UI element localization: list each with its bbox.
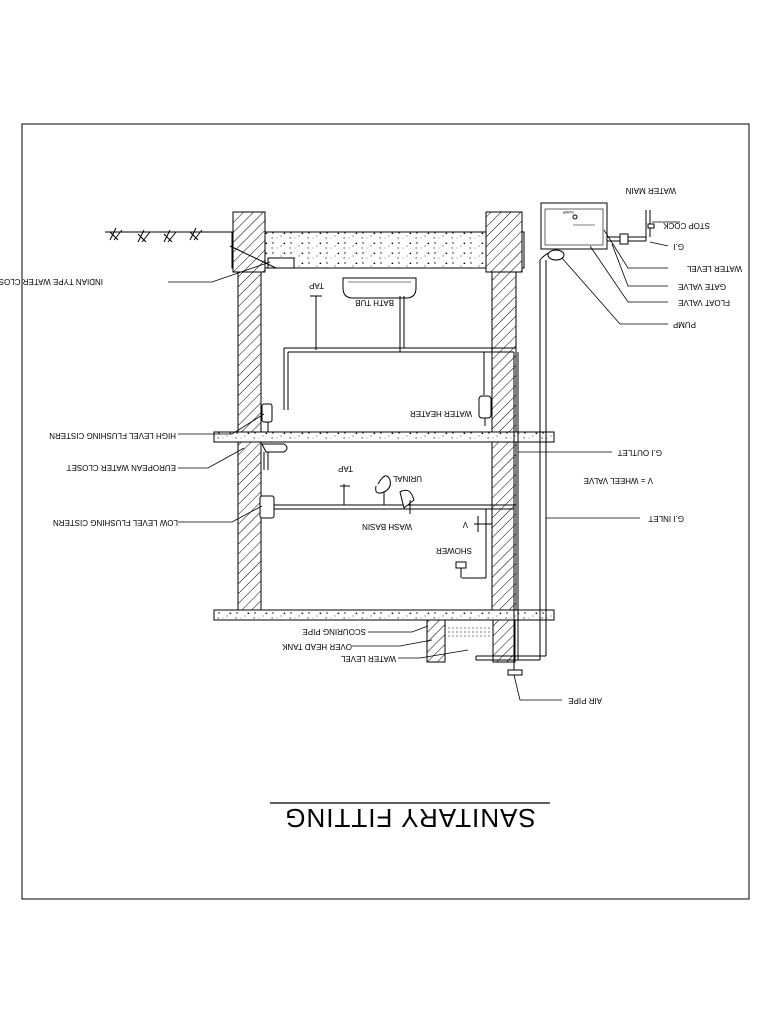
water-heater-symbol bbox=[478, 395, 492, 426]
label-high-cistern: HIGH LEVEL FLUSHING CISTERN bbox=[49, 431, 176, 440]
drawing-title: SANITARY FITTING bbox=[270, 802, 550, 833]
high-level-cistern-symbol bbox=[261, 403, 273, 432]
basement-wall-right bbox=[492, 619, 516, 663]
label-stop-cock: STOP COCK bbox=[663, 221, 710, 230]
tap-top-symbol bbox=[310, 295, 322, 350]
label-european-wc: EUROPEAN WATER CLOSET bbox=[67, 463, 176, 472]
parapet-right bbox=[485, 211, 523, 273]
label-water-heater: WATER HEATER bbox=[410, 409, 472, 418]
first-floor-slab bbox=[213, 431, 555, 443]
label-wash-basin: WASH BASIN bbox=[362, 522, 412, 531]
air-pipe bbox=[507, 660, 523, 676]
low-level-cistern-symbol bbox=[259, 495, 275, 519]
label-pump: PUMP bbox=[673, 320, 696, 329]
label-over-head-tank: OVER HEAD TANK bbox=[281, 642, 352, 651]
label-v: V bbox=[462, 520, 468, 529]
label-wheel-valve: V = WHEEL VALVE bbox=[584, 476, 653, 485]
label-air-pipe: AIR PIPE bbox=[568, 696, 602, 705]
sump-box bbox=[540, 202, 608, 261]
label-indian-wc: INDIAN TYPE WATER CLOSET bbox=[0, 277, 103, 286]
european-wc-symbol bbox=[261, 443, 288, 470]
title-text: SANITARY FITTING bbox=[284, 803, 535, 833]
parapet-left bbox=[232, 211, 266, 273]
label-urinal: URINAL bbox=[392, 474, 422, 483]
ground-line bbox=[105, 227, 236, 243]
label-low-cistern: LOW LEVEL FLUSHING CISTERN bbox=[53, 518, 178, 527]
label-tap-mid: TAP bbox=[338, 464, 353, 473]
label-water-main: WATER MAIN bbox=[626, 186, 676, 195]
label-water-level-bottom: WATER LEVEL bbox=[340, 654, 396, 663]
wash-basin-symbol bbox=[399, 489, 415, 514]
urinal-symbol bbox=[375, 475, 391, 505]
label-gi-inlet: G.I INLET bbox=[648, 514, 684, 523]
labels: INDIAN TYPE WATER CLOSET TAP BATH TUB WA… bbox=[0, 186, 742, 705]
tap-mid-symbol bbox=[340, 484, 350, 505]
drawing-frame bbox=[21, 123, 750, 900]
leader-lines bbox=[168, 221, 680, 701]
label-scouring-pipe: SCOURING PIPE bbox=[302, 627, 366, 636]
sump-text: SUMP bbox=[562, 210, 574, 215]
label-gi: G.I bbox=[673, 242, 684, 251]
bath-tub-symbol bbox=[342, 277, 417, 299]
label-gi-outlet: G.I OUTLET bbox=[617, 448, 662, 457]
label-water-level-top: WATER LEVEL bbox=[686, 264, 742, 273]
ground-floor-slab bbox=[213, 609, 555, 621]
wheel-valve-symbol bbox=[474, 516, 492, 532]
label-gate-valve: GATE VALVE bbox=[678, 282, 726, 291]
label-float-valve: FLOAT VALVE bbox=[678, 298, 730, 307]
shower-symbol bbox=[455, 561, 467, 578]
underground-tank-water-lines bbox=[448, 627, 490, 637]
label-shower: SHOWER bbox=[436, 546, 472, 555]
label-bath-tub: BATH TUB bbox=[355, 298, 394, 307]
pipe-network bbox=[270, 251, 561, 661]
water-main-pipe bbox=[607, 210, 655, 245]
label-tap-top: TAP bbox=[309, 281, 324, 290]
